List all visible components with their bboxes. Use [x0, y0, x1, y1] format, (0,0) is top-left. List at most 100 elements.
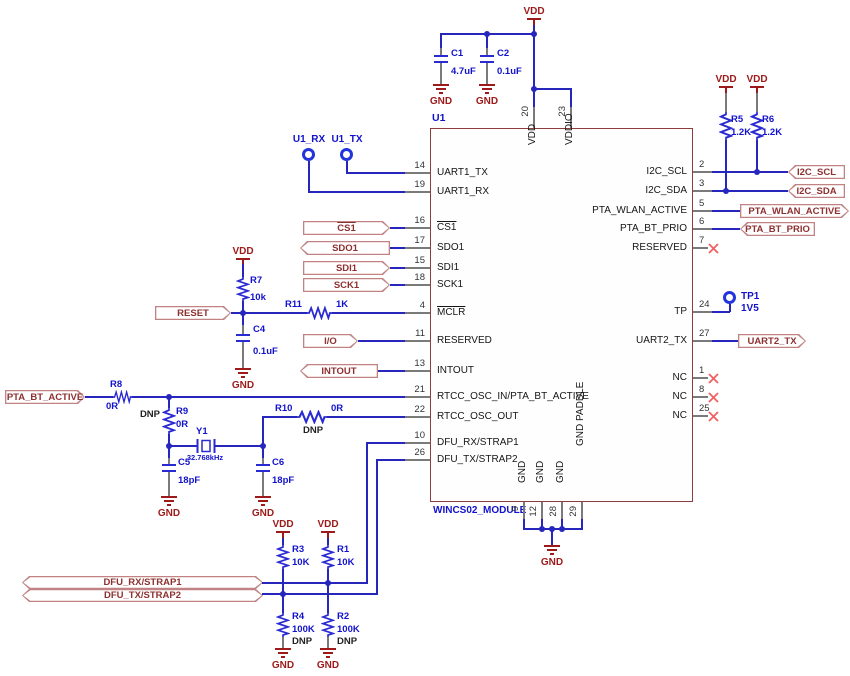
resistor-r3[interactable] [276, 545, 290, 569]
wire-segment [712, 171, 788, 173]
label-c5-ref: C5 [178, 457, 191, 468]
port-dfu-rx-strap1[interactable]: DFU_RX/STRAP1 [22, 576, 263, 589]
label-r1-ref: R1 [337, 544, 350, 555]
port-cs1[interactable]: CS1 [303, 221, 390, 235]
gnd-label: GND [251, 508, 275, 519]
wire-segment [570, 88, 572, 108]
port-sdo1[interactable]: SDO1 [300, 241, 390, 255]
port-dfu-tx-strap2[interactable]: DFU_TX/STRAP2 [22, 589, 263, 602]
port-pta-bt-prio[interactable]: PTA_BT_PRIO [740, 222, 815, 236]
capacitor-c6[interactable] [256, 464, 270, 466]
wire-segment [231, 312, 307, 314]
resistor-r4[interactable] [276, 613, 290, 637]
gnd-symbol: GND [268, 648, 298, 671]
gnd-symbol: GND [426, 84, 456, 107]
pin-number: 5 [699, 198, 705, 209]
pin-number: 1 [699, 365, 705, 376]
wire-segment [327, 569, 329, 613]
vdd-symbol: VDD [519, 6, 549, 25]
pin-name: UART1_RX [437, 186, 490, 197]
testpoint-u1-tx[interactable] [340, 148, 353, 161]
label-r11-value: 1K [336, 299, 349, 310]
pin-number: 18 [414, 272, 425, 283]
label-y1-value: 32.768kHz [186, 453, 224, 462]
wire-segment [486, 34, 488, 48]
resistor-r1[interactable] [321, 545, 335, 569]
port-uart2-tx[interactable]: UART2_TX [738, 334, 806, 348]
wire-segment [168, 434, 170, 446]
capacitor-c2[interactable] [480, 55, 494, 57]
capacitor-c4[interactable] [236, 334, 250, 336]
pin-name: I2C_SDA [645, 185, 687, 196]
pin-name: GND [555, 460, 566, 483]
resistor-r11[interactable] [307, 306, 332, 320]
port-sck1[interactable]: SCK1 [303, 278, 390, 292]
resistor-r5[interactable] [719, 112, 733, 140]
testpoint-u1-rx[interactable] [302, 148, 315, 161]
resistor-r2[interactable] [321, 613, 335, 637]
capacitor-c5[interactable] [162, 464, 176, 466]
resistor-r7[interactable] [236, 277, 250, 301]
wire-segment [533, 88, 572, 90]
vdd-label: VDD [272, 519, 294, 530]
resistor-r6[interactable] [750, 112, 764, 140]
wire-segment [551, 528, 553, 545]
wire-segment [168, 445, 170, 458]
capacitor-c4[interactable] [236, 340, 250, 342]
wire-segment [390, 267, 405, 269]
pin-number: 21 [414, 384, 425, 395]
label-c2-value: 0.1uF [497, 66, 522, 77]
port-io[interactable]: I/O [303, 334, 358, 348]
pin-stub [693, 311, 713, 313]
no-connect-x [708, 392, 719, 403]
capacitor-c5[interactable] [162, 470, 176, 472]
pin-name: PTA_BT_PRIO [619, 223, 687, 234]
vdd-symbol: VDD [313, 519, 343, 538]
pin-number: 24 [699, 299, 710, 310]
pin-stub [693, 377, 708, 379]
resistor-r9[interactable] [162, 408, 176, 434]
label-r7-value: 10k [250, 292, 266, 303]
capacitor-c1[interactable] [434, 61, 448, 63]
port-intout[interactable]: INTOUT [300, 364, 378, 378]
port-pta-wlan-active[interactable]: PTA_WLAN_ACTIVE [740, 204, 849, 218]
component-lead [756, 93, 758, 112]
pin-stub [405, 267, 430, 269]
vdd-symbol: VDD [711, 74, 741, 93]
pin-number: 3 [699, 178, 705, 189]
vdd-label: VDD [715, 74, 737, 85]
ic-wincs02-module[interactable] [430, 128, 693, 502]
pin-name: NC [672, 410, 687, 421]
wire-segment [262, 416, 264, 446]
wire-segment [332, 312, 405, 314]
pin-name: VDD [527, 123, 538, 145]
pin-name: INTOUT [437, 365, 475, 376]
gnd-label: GND [475, 96, 499, 107]
capacitor-c6[interactable] [256, 470, 270, 472]
port-i2c-sda[interactable]: I2C_SDA [788, 184, 845, 198]
pin-name: RESERVED [632, 242, 687, 253]
vdd-symbol: VDD [268, 519, 298, 538]
junction-dot [531, 86, 537, 92]
capacitor-c1[interactable] [434, 55, 448, 57]
testpoint-tp1[interactable] [723, 291, 736, 304]
wire-segment [712, 311, 730, 313]
port-i2c-scl[interactable]: I2C_SCL [788, 165, 845, 179]
label-y1-ref: Y1 [196, 426, 208, 437]
port-pta-bt-active[interactable]: PTA_BT_ACTIVE [6, 391, 84, 403]
resistor-r8[interactable] [113, 390, 132, 404]
label-tp1-net: 1V5 [741, 303, 759, 314]
resistor-r10[interactable] [297, 410, 327, 424]
port-sdi1[interactable]: SDI1 [303, 261, 390, 275]
wire-segment [282, 538, 284, 545]
capacitor-c2[interactable] [480, 61, 494, 63]
wire-segment [712, 228, 740, 230]
no-connect-x [708, 243, 719, 254]
port-reset[interactable]: RESET [155, 306, 231, 320]
pin-number: 2 [699, 159, 705, 170]
pin-name: RESERVED [437, 335, 492, 346]
junction-dot [539, 526, 545, 532]
pin-number: 15 [414, 255, 425, 266]
wire-segment [561, 519, 563, 530]
